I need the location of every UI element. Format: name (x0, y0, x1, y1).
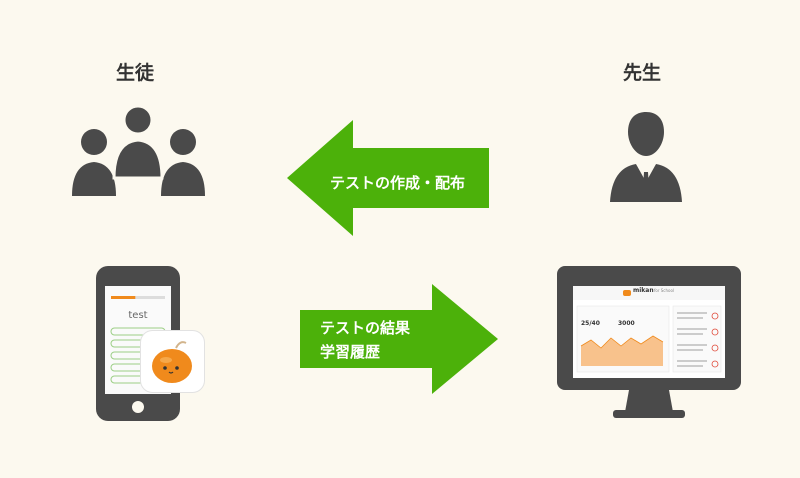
students-label: 生徒 (115, 62, 154, 84)
phone-progress-bar (111, 296, 136, 299)
dashboard-stat-score: 25/40 (581, 320, 600, 327)
desktop-monitor (557, 266, 741, 418)
teacher-label: 先生 (622, 62, 661, 84)
mikan-app-icon (140, 330, 206, 394)
students-group-icon (68, 100, 208, 200)
dashboard-brand: mikan (633, 287, 654, 294)
results-arrow (300, 284, 498, 394)
distribute-arrow (287, 120, 489, 236)
dashboard-brand-sub: for School (654, 288, 675, 293)
phone-screen-title: test (128, 310, 148, 321)
dashboard-stat-points: 3000 (618, 320, 635, 327)
teacher-icon (606, 108, 686, 204)
distribute-arrow-label: テストの作成・配布 (330, 174, 466, 192)
results-arrow-label-line1: テストの結果 (320, 319, 411, 337)
results-arrow-label-line2: 学習履歴 (320, 343, 381, 361)
